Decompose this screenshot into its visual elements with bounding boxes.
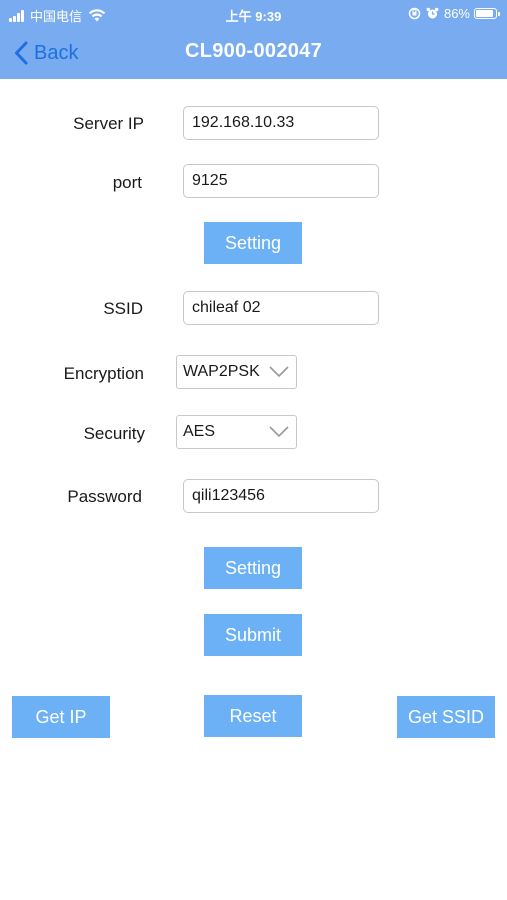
ssid-field[interactable] — [183, 291, 379, 325]
battery-icon — [474, 8, 500, 19]
ssid-label: SSID — [103, 299, 143, 318]
port-field[interactable] — [183, 164, 379, 198]
setting-button-server[interactable]: Setting — [204, 222, 302, 264]
get-ip-button[interactable]: Get IP — [12, 696, 110, 738]
security-value: AES — [183, 423, 216, 440]
status-bar: 中国电信 上午 9:39 86% — [0, 0, 507, 28]
back-label: Back — [34, 41, 79, 64]
battery-percent: 86% — [443, 6, 470, 21]
encryption-value: WAP2PSK — [183, 363, 260, 380]
alarm-icon — [426, 7, 439, 19]
port-label: port — [112, 173, 142, 192]
orientation-lock-icon — [408, 7, 421, 20]
carrier-name: 中国电信 — [30, 9, 83, 24]
header: 中国电信 上午 9:39 86% — [0, 0, 507, 79]
password-label: Password — [67, 487, 142, 506]
reset-button[interactable]: Reset — [204, 695, 302, 737]
nav-bar: Back CL900-002047 — [0, 28, 507, 79]
chevron-down-icon — [269, 366, 289, 378]
security-select[interactable]: AES — [176, 415, 297, 449]
page-title: CL900-002047 — [184, 40, 323, 62]
chevron-left-icon — [15, 41, 28, 65]
get-ssid-button[interactable]: Get SSID — [397, 696, 495, 738]
setting-button-wifi[interactable]: Setting — [204, 547, 302, 589]
server-ip-field[interactable] — [183, 106, 379, 140]
status-bar-right: 86% — [408, 6, 500, 21]
password-field[interactable] — [183, 479, 379, 513]
status-time: 上午 9:39 — [225, 9, 282, 24]
back-button[interactable]: Back — [14, 38, 78, 68]
server-ip-label: Server IP — [73, 114, 144, 133]
chevron-down-icon — [269, 426, 289, 438]
status-bar-left: 中国电信 — [9, 6, 106, 25]
encryption-select[interactable]: WAP2PSK — [176, 355, 297, 389]
wifi-icon — [88, 9, 106, 22]
security-label: Security — [83, 424, 145, 443]
submit-button[interactable]: Submit — [204, 614, 302, 656]
signal-icon — [9, 9, 25, 22]
encryption-label: Encryption — [63, 364, 144, 383]
